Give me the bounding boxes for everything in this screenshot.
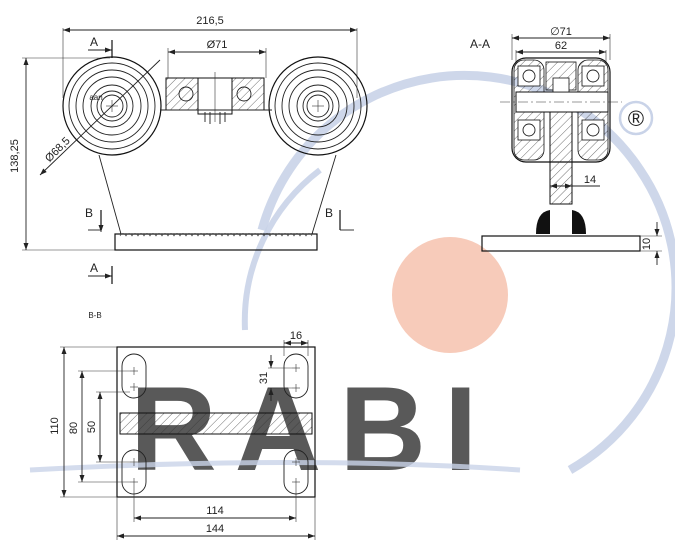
registered-mark-circle [618,100,654,136]
base-plate-front [114,233,318,251]
dim-aa-shaft: 14 [584,174,596,186]
dim-bb-inner-spacing: 50 [86,421,98,433]
section-bb-title: B-B [88,311,101,320]
center-hub-section [165,72,265,124]
weld-bar [119,412,313,435]
base-plate-aa [481,235,641,252]
section-a-top: A [90,35,98,49]
section-b-right: B [325,206,333,220]
right-wheel [268,56,368,156]
section-aa-title: A-A [470,37,490,51]
section-bb-view: B-B 16 [49,311,316,540]
dim-aa-outer: ∅71 [550,26,572,38]
front-view: 216,5 A A 138,25 Ø71 Ø6 [9,15,368,284]
dim-bb-hole-spacing: 114 [206,505,224,517]
dim-bb-height: 110 [49,417,61,435]
dim-slot-width: 16 [290,330,302,342]
dim-bb-outer-spacing: 80 [68,422,80,434]
slot-top-left [121,353,147,399]
dim-slot-length: 31 [258,372,270,384]
watermark-swoosh-inner [241,167,322,331]
slot-top-right [283,353,309,399]
watermark-underline-swoosh [29,460,521,473]
section-b-left: B [85,206,93,220]
base-plate-top [116,346,316,498]
dim-bore-front: Ø71 [207,39,228,51]
dim-width-front: 216,5 [196,15,224,27]
dim-bb-width: 144 [206,523,224,535]
registered-mark: ® [628,106,644,131]
left-wheel [62,56,162,156]
dim-wheel-diameter: Ø68,5 [43,135,73,165]
watermark-orange-circle [392,237,508,353]
dim-aa-plate: 10 [641,238,653,250]
section-a-bottom: A [90,261,98,275]
dim-aa-inner: 62 [555,40,567,52]
section-aa-view: A-A ∅71 62 14 [470,26,662,265]
wheel-small-text: aan [89,93,102,102]
dim-height-front: 138,25 [9,139,21,173]
